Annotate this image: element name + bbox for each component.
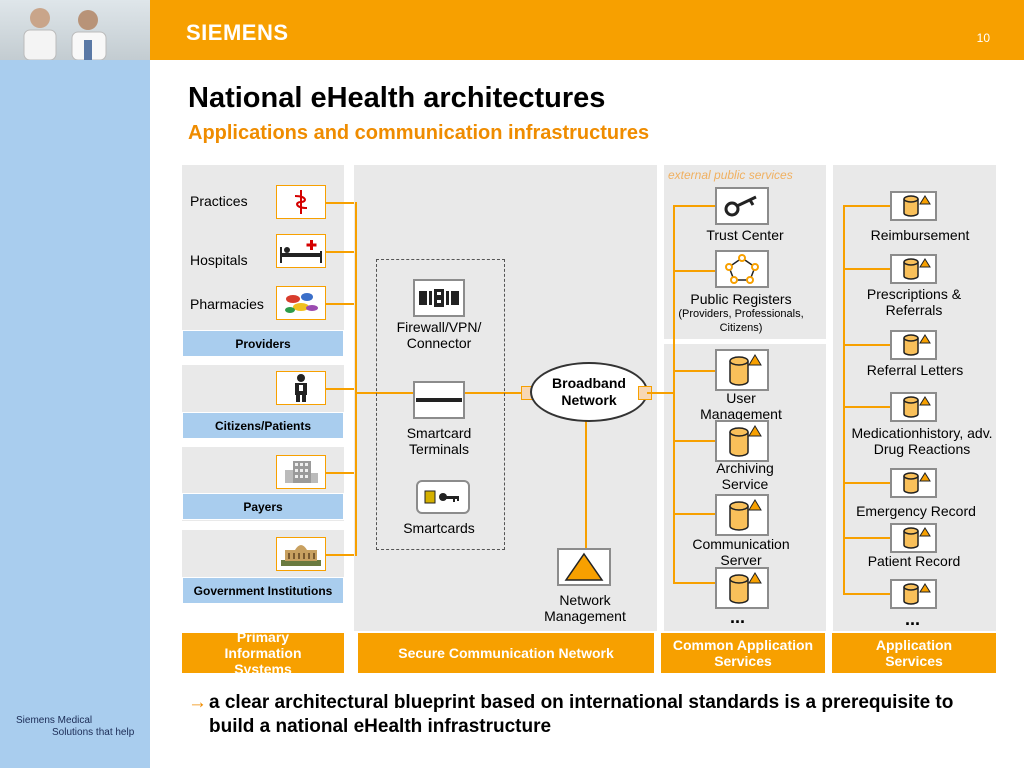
office-building-icon — [276, 455, 326, 489]
connector-line — [585, 420, 587, 548]
brand-line-2: Solutions that help — [52, 727, 135, 738]
application-label: Medicationhistory, adv. Drug Reactions — [851, 425, 993, 457]
connector-line — [843, 268, 890, 270]
smartcards-label: Smartcards — [403, 520, 475, 536]
caduceus-icon — [276, 185, 326, 219]
database-icon — [715, 349, 769, 391]
connector-line — [673, 270, 715, 272]
citizens-bar: Citizens/Patients — [182, 412, 344, 439]
application-label: Patient Record — [867, 553, 961, 569]
registry-network-icon — [715, 250, 769, 288]
broadband-network: Broadband Network — [530, 362, 648, 422]
application-label: Reimbursement — [870, 227, 970, 243]
connector-line — [326, 303, 357, 305]
public-registers-note: (Providers, Professionals, Citizens) — [678, 308, 804, 334]
firewall-label: Firewall/VPN/ Connector — [396, 319, 482, 351]
network-management-icon — [557, 548, 611, 586]
database-icon — [890, 579, 937, 609]
connector-line — [673, 440, 715, 442]
header-photo — [0, 0, 150, 60]
smartcard-terminal-icon — [413, 381, 465, 419]
brand-line-1: Siemens Medical — [16, 715, 93, 726]
providers-bar: Providers — [182, 330, 344, 357]
network-management-label: Network Management — [544, 592, 626, 624]
connector-line — [673, 205, 715, 207]
pills-icon — [276, 286, 326, 320]
hospital-bed-icon — [276, 234, 326, 268]
external-services-label: external public services — [668, 168, 793, 182]
connector-line — [647, 392, 675, 394]
common-application-services-bar: Common Application Services — [661, 633, 825, 673]
conclusion-text: a clear architectural blueprint based on… — [209, 692, 954, 737]
page-subtitle: Applications and communication infrastru… — [188, 122, 650, 144]
page-number: 10 — [976, 31, 990, 45]
providers-item: Practices — [190, 193, 248, 209]
communication-server-label: Communication Server — [692, 536, 790, 568]
left-strip — [0, 60, 150, 768]
smartcard-terminals-label: Smartcard Terminals — [406, 425, 472, 457]
database-icon — [715, 420, 769, 462]
header-bar — [150, 0, 1024, 60]
connector-line — [673, 513, 715, 515]
connector-line — [326, 251, 357, 253]
connector-line — [843, 406, 890, 408]
smartcard-icon — [416, 480, 470, 514]
connector-line — [843, 344, 890, 346]
connector-line — [326, 202, 357, 204]
firewall-icon — [413, 279, 465, 317]
more-applications: ... — [905, 609, 921, 629]
page-title: National eHealth architectures — [188, 82, 606, 114]
arrow-right-icon: → — [188, 692, 207, 713]
connector-line — [326, 388, 357, 390]
connector-line — [326, 472, 357, 474]
database-icon — [890, 392, 937, 422]
more-common-services: ... — [730, 607, 746, 627]
secure-communication-network-bar: Secure Communication Network — [358, 633, 654, 673]
public-registers-label: Public Registers — [690, 291, 792, 307]
database-icon — [890, 330, 937, 360]
database-icon — [715, 567, 769, 609]
connector-line — [355, 202, 357, 556]
application-label: Referral Letters — [866, 362, 964, 378]
government-bar: Government Institutions — [182, 577, 344, 604]
primary-information-systems-bar: Primary Information Systems — [182, 633, 344, 673]
database-icon — [890, 254, 937, 284]
connector-line — [843, 205, 845, 595]
database-icon — [890, 468, 937, 498]
connector-line — [673, 582, 715, 584]
key-icon — [715, 187, 769, 225]
archiving-service-label: Archiving Service — [716, 460, 774, 492]
connector-line — [673, 205, 675, 583]
database-icon — [890, 191, 937, 221]
database-icon — [715, 494, 769, 536]
siemens-logo: SIEMENS — [186, 20, 289, 45]
database-icon — [890, 523, 937, 553]
connector-line — [843, 205, 890, 207]
providers-item: Pharmacies — [190, 296, 264, 312]
providers-item: Hospitals — [190, 252, 248, 268]
connector-line — [843, 482, 890, 484]
connector-line — [843, 537, 890, 539]
security-components-group — [376, 259, 505, 550]
trust-center-label: Trust Center — [706, 227, 784, 243]
application-services-bar: Application Services — [832, 633, 996, 673]
payers-bar: Payers — [182, 493, 344, 520]
application-label: Emergency Record — [856, 503, 976, 519]
connector-line — [673, 370, 715, 372]
government-building-icon — [276, 537, 326, 571]
connector-line — [326, 554, 357, 556]
brand-tagline: Siemens Medical Solutions that help — [16, 715, 134, 739]
conclusion-statement: → a clear architectural blueprint based … — [188, 691, 988, 739]
patient-icon — [276, 371, 326, 405]
application-label: Prescriptions & Referrals — [866, 286, 962, 318]
connector-line — [843, 593, 890, 595]
user-management-label: User Management — [700, 390, 782, 422]
